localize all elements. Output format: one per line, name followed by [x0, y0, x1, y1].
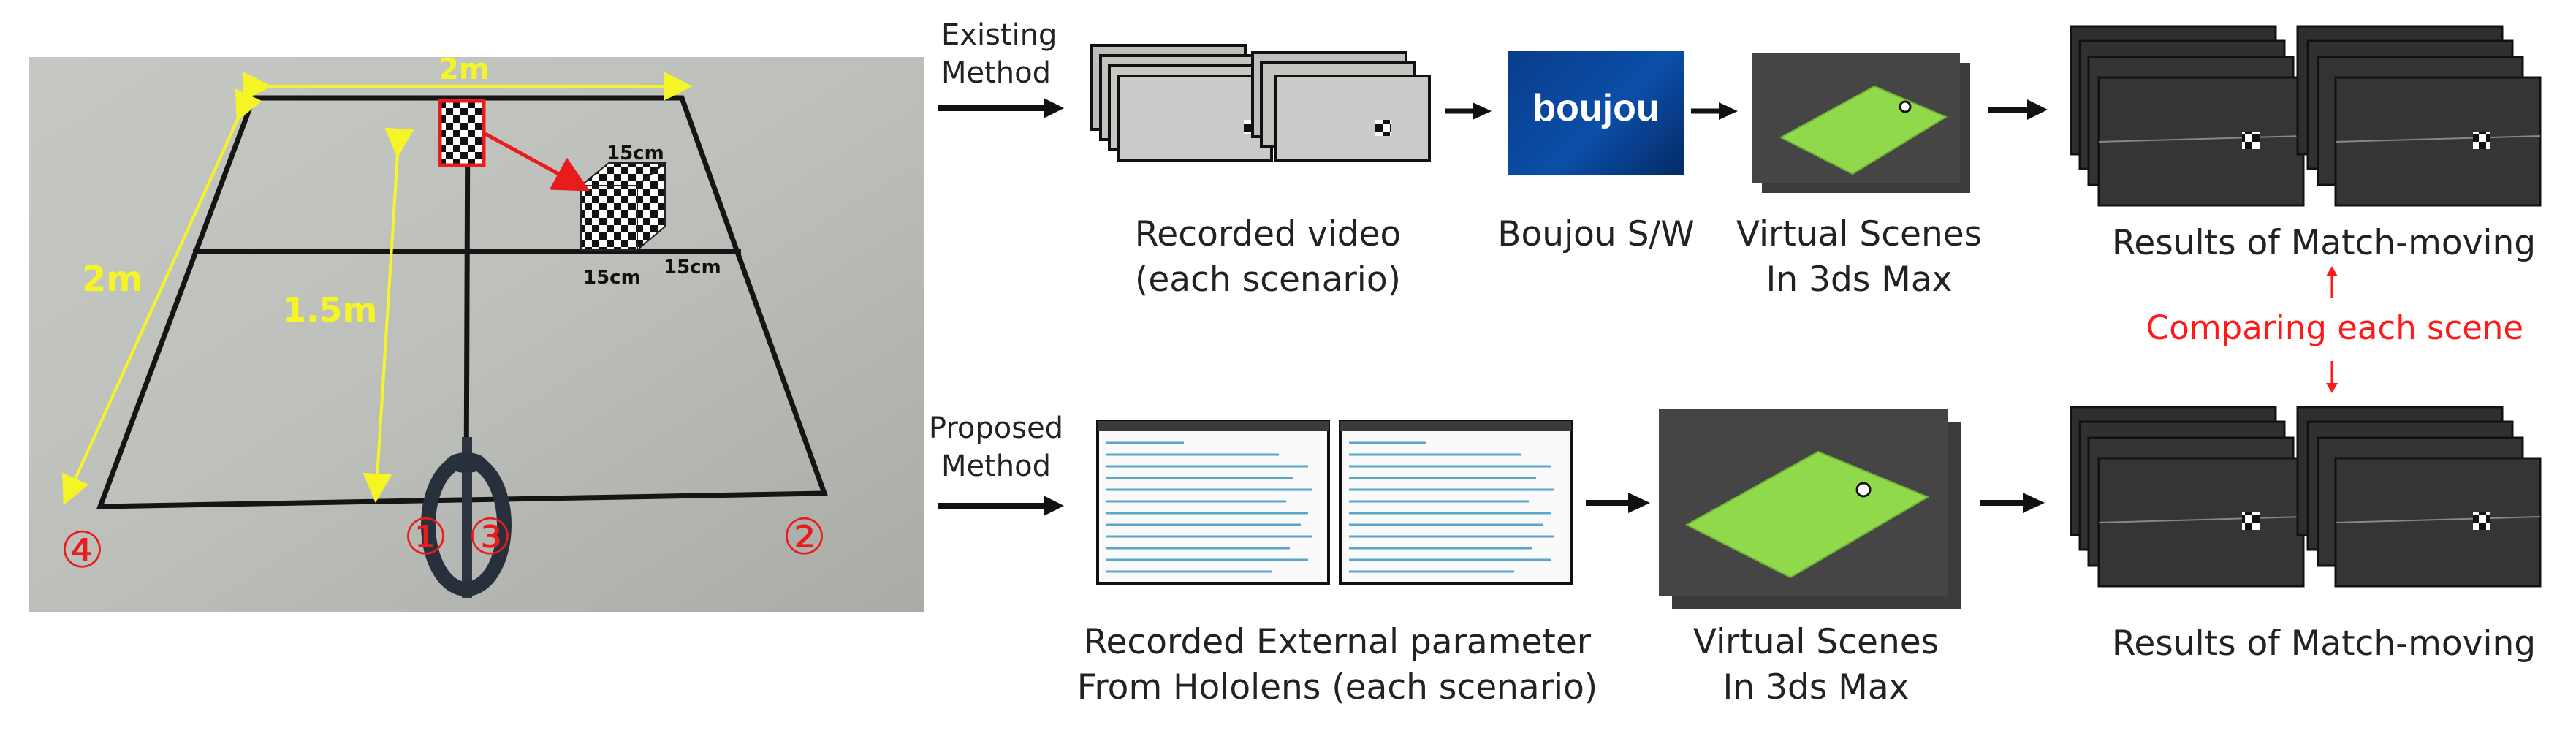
results-stack-right [2296, 406, 2542, 588]
arrow-video-to-boujou [1445, 102, 1492, 120]
recorded-video-frames [1090, 44, 1431, 162]
label-cube-bottom: 15cm [583, 267, 641, 289]
label-2m-side: 2m [82, 259, 143, 300]
caption-recorded-video: Recorded video (each scenario) [1134, 214, 1402, 300]
dim-line-depth [362, 127, 414, 503]
label-cube-right: 15cm [664, 257, 721, 278]
parameter-log-windows [1096, 420, 1573, 585]
results-frames-proposed [2070, 406, 2542, 588]
caption-virtual-scene-existing: Virtual Scenes In 3ds Max [1736, 214, 1983, 300]
caption-virtual-scene-proposed: Virtual Scenes In 3ds Max [1692, 622, 1939, 707]
results-stack-left [2070, 406, 2305, 588]
virtual-scene-proposed [1659, 409, 1961, 609]
dim-line-side [62, 88, 262, 506]
proposed-method-label: Proposed Method [928, 411, 1064, 483]
boujou-logo-text: boujou [1532, 87, 1660, 129]
log-window-right [1339, 420, 1573, 585]
arrow-scene-to-results-existing [1988, 99, 2048, 120]
hololens-device [421, 437, 512, 598]
marker-to-cube-arrow [482, 131, 590, 191]
marker-1: ① [403, 509, 448, 566]
green-plane [1684, 450, 1930, 579]
arrow-scene-to-results-proposed [1980, 493, 2045, 513]
results-frames-existing [2070, 25, 2542, 207]
log-window-left [1096, 420, 1330, 585]
label-1-5m: 1.5m [283, 290, 377, 330]
marker-4: ④ [60, 522, 105, 580]
arrow-proposed-start [938, 496, 1064, 516]
arrow-logs-to-scene [1586, 493, 1650, 513]
experiment-photo: 2m 2m 1.5m 15cm 15cm 15cm ④ ① ③ ② [29, 53, 924, 612]
caption-results-proposed: Results of Match-moving [2111, 623, 2537, 664]
caption-results-existing: Results of Match-moving [2111, 223, 2537, 263]
compare-arrow-up [2326, 266, 2338, 298]
video-stack-right [1251, 51, 1431, 162]
results-stack-right [2296, 25, 2542, 207]
marker-3: ③ [468, 509, 512, 566]
caption-boujou: Boujou S/W [1497, 214, 1695, 254]
checker-marker [438, 99, 486, 167]
existing-method-label: Existing Method [941, 18, 1057, 90]
virtual-scene-existing [1752, 53, 1970, 193]
caption-recorded-parameter: Recorded External parameter From Hololen… [1076, 622, 1598, 707]
marker-2: ② [782, 509, 827, 566]
results-stack-left [2070, 25, 2305, 207]
label-2m-top: 2m [438, 57, 490, 86]
arrow-existing-start [938, 98, 1064, 118]
compare-arrow-down [2326, 361, 2338, 393]
checker-cube [579, 161, 667, 252]
arrow-boujou-to-scene [1691, 102, 1738, 120]
video-stack-left [1090, 44, 1273, 162]
boujou-logo: boujou [1508, 51, 1684, 175]
comparing-label: Comparing each scene [2146, 308, 2524, 347]
floor-scene: 2m 2m 1.5m 15cm 15cm 15cm ④ ① ③ ② [29, 53, 924, 612]
label-cube-top: 15cm [607, 143, 664, 164]
